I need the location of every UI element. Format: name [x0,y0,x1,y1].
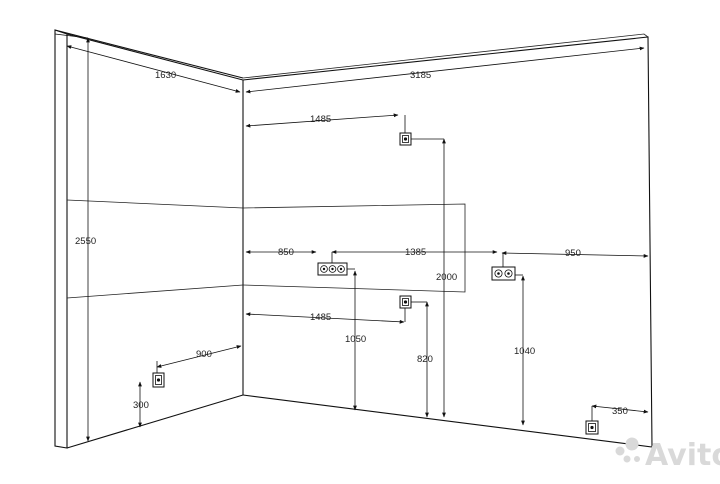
dimension-lines [55,34,648,441]
dim-top-outlet-height: 2000 [436,272,457,283]
watermark: Avito [616,438,720,474]
dimension-labels: 1630 3185 2550 1485 2000 850 1385 950 14… [75,70,628,417]
dim-left-wall-width: 1630 [155,70,176,81]
dim-triple-height: 1050 [345,334,366,345]
dim-mid-outlet-offset: 1485 [310,312,331,323]
outlet-double-right [492,267,515,280]
dim-right-outlet-offset: 950 [565,248,581,259]
dim-left-outlet-offset: 900 [196,349,212,360]
watermark-text: Avito [645,438,720,473]
dim-mid-outlet-height: 820 [417,354,433,365]
dim-wall-height: 2550 [75,236,96,247]
dim-right-outlet-height: 1040 [514,346,535,357]
outlet-top [400,133,411,145]
right-wall [243,34,652,447]
dim-left-outlet-height: 300 [133,400,149,411]
dim-floor-outlet-offset: 350 [612,406,628,417]
watermark-dot-1 [616,447,625,456]
watermark-dot-3 [624,456,631,463]
dim-line-right-wall-width [246,48,644,92]
outlet-triple [318,263,347,275]
watermark-dot-2 [626,438,639,451]
dim-line-left-wall-width [67,46,240,92]
dim-triple-offset: 850 [278,247,294,258]
outlet-left-wall [153,373,164,387]
outlet-floor [586,421,598,434]
dim-outlet-spacing: 1385 [405,247,426,258]
watermark-dot-4 [634,456,640,462]
outlet-mid [400,296,411,308]
dim-right-wall-width: 3185 [410,70,431,81]
dim-top-outlet-offset: 1485 [310,114,331,125]
